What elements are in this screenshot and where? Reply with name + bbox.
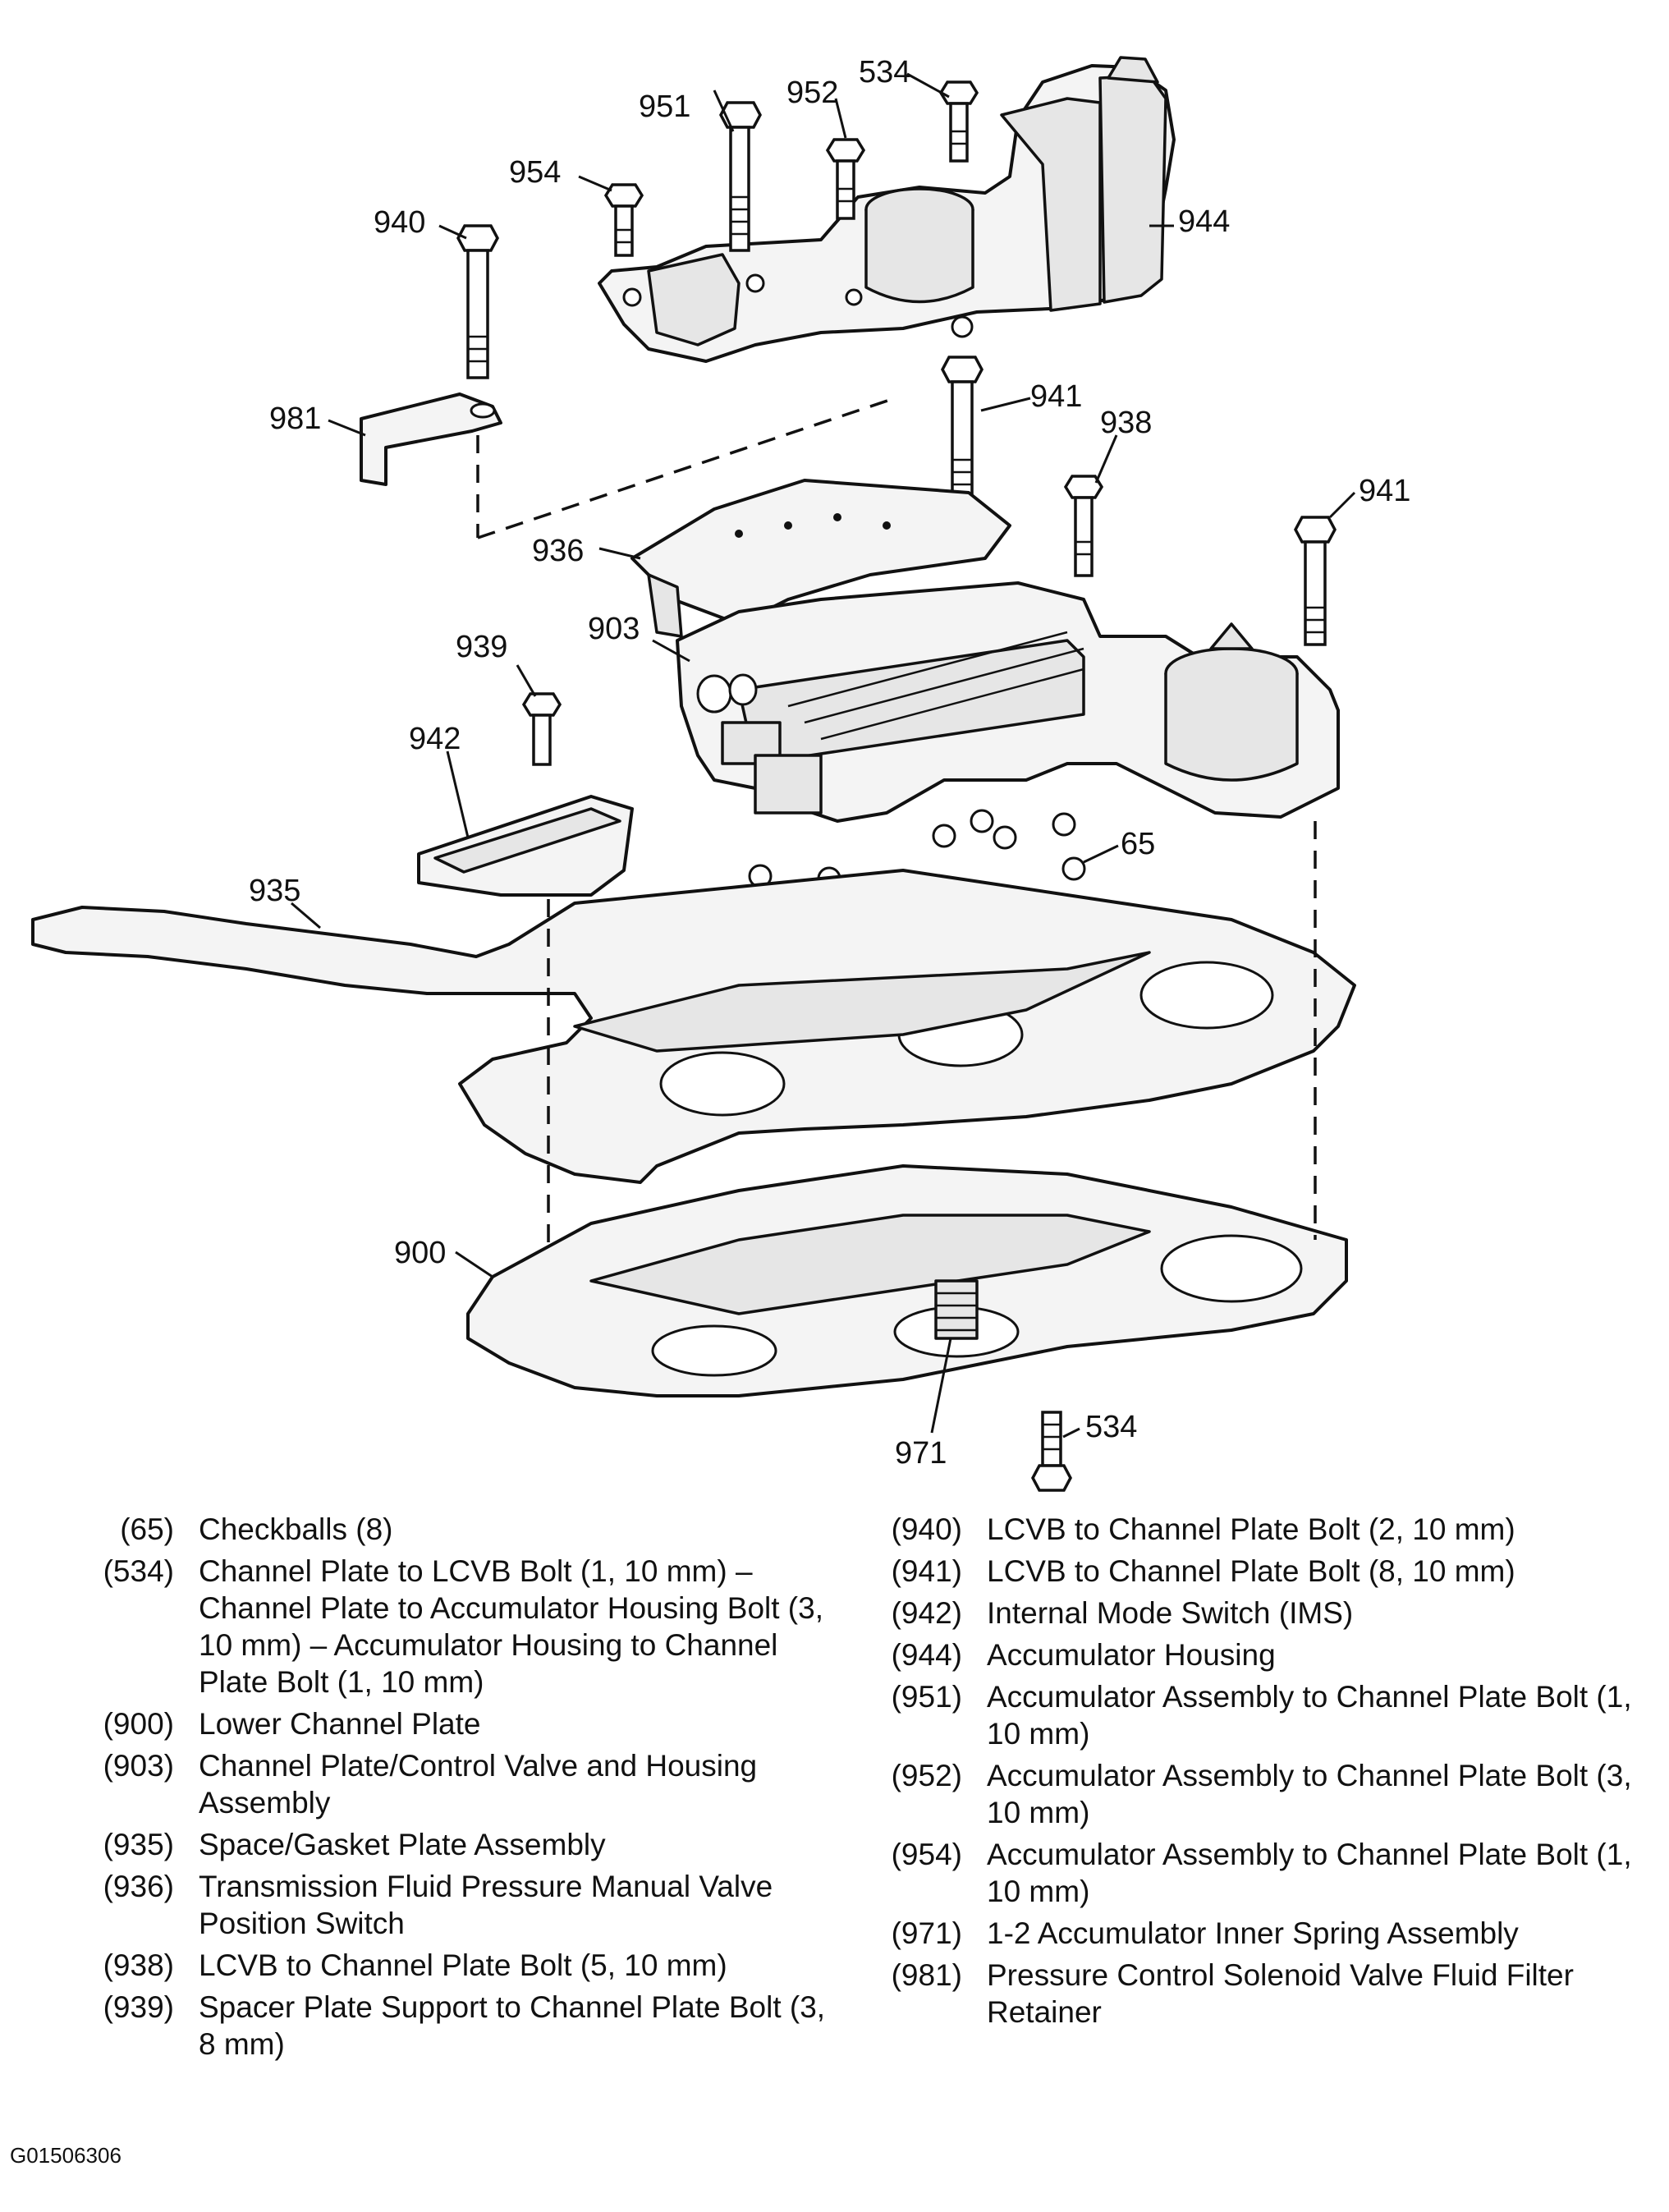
callout-942: 942 (409, 722, 461, 756)
legend-entry: (534) Channel Plate to LCVB Bolt (1, 10 m… (82, 1553, 846, 1700)
bolt-951 (719, 101, 762, 252)
callout-534-bottom: 534 (1085, 1410, 1137, 1444)
accumulator-inner-spring (934, 1279, 979, 1340)
legend-entry: (939) Spacer Plate Support to Channel Pla… (82, 1989, 846, 2063)
exploded-view-diagram: 951 952 534 954 940 944 981 941 938 941 … (31, 55, 1410, 1492)
legend-description: Accumulator Assembly to Channel Plate Bo… (987, 1838, 1632, 1908)
manual-valve-position-switch (630, 479, 1011, 638)
legend-description: Accumulator Assembly to Channel Plate Bo… (987, 1680, 1632, 1751)
legend-number: (903) (103, 1749, 174, 1783)
legend-description: LCVB to Channel Plate Bolt (2, 10 mm) (987, 1512, 1515, 1546)
callout-981: 981 (269, 402, 321, 436)
internal-mode-switch (417, 692, 634, 897)
callout-labels: 951 952 534 954 940 944 981 941 938 941 … (249, 55, 1410, 1471)
callout-941-a: 941 (1030, 379, 1082, 414)
legend-number: (941) (891, 1554, 962, 1588)
legend-entry: (942) Internal Mode Switch (IMS) (870, 1595, 1642, 1631)
legend-description: Channel Plate/Control Valve and Housing … (199, 1749, 758, 1820)
legend-number: (954) (891, 1838, 962, 1871)
bolt-952 (825, 138, 866, 220)
legend-description: 1-2 Accumulator Inner Spring Assembly (987, 1916, 1519, 1950)
legend-entry: (903) Channel Plate/Control Valve and Hou… (82, 1747, 846, 1821)
bolt-534-top (938, 80, 979, 163)
bolt-941-left (941, 356, 984, 503)
legend-number: (952) (891, 1759, 962, 1792)
legend-number: (942) (891, 1596, 962, 1630)
bolt-534-bottom (1031, 1411, 1072, 1492)
alignment-lines (476, 397, 1317, 1248)
legend-description: Accumulator Assembly to Channel Plate Bo… (987, 1759, 1632, 1829)
callout-900: 900 (394, 1236, 446, 1270)
legend-entry: (981) Pressure Control Solenoid Valve Flu… (870, 1957, 1642, 2031)
figure-id: G01506306 (10, 2143, 122, 2168)
bolt-938 (1063, 475, 1104, 577)
legend-entry: (952) Accumulator Assembly to Channel Pla… (870, 1757, 1642, 1831)
legend-description: Pressure Control Solenoid Valve Fluid Fi… (987, 1958, 1574, 2029)
callout-940: 940 (374, 205, 425, 240)
legend-number: (534) (103, 1554, 174, 1588)
bolt-954 (603, 183, 644, 257)
legend-number: (939) (103, 1990, 174, 2024)
legend-description: Internal Mode Switch (IMS) (987, 1596, 1354, 1630)
legend-description: LCVB to Channel Plate Bolt (5, 10 mm) (199, 1948, 727, 1982)
valve-spools (787, 631, 1084, 741)
legend-description: Space/Gasket Plate Assembly (199, 1828, 606, 1861)
control-valve-assembly (676, 581, 1340, 823)
callout-938: 938 (1100, 406, 1152, 440)
accumulator-housing (598, 56, 1176, 363)
legend-entry: (936) Transmission Fluid Pressure Manual … (82, 1868, 846, 1942)
legend-description: Checkballs (8) (199, 1512, 393, 1546)
callout-936: 936 (532, 534, 584, 568)
bolt-940 (456, 224, 499, 379)
legend-number: (938) (103, 1948, 174, 1982)
legend-column-right: (940) LCVB to Channel Plate Bolt (2, 10 m… (870, 1511, 1642, 2035)
legend-entry: (940) LCVB to Channel Plate Bolt (2, 10 m… (870, 1511, 1642, 1548)
checkballs (633, 809, 1086, 1051)
lower-channel-plate (466, 1164, 1348, 1397)
legend-number: (65) (120, 1512, 174, 1546)
callout-951: 951 (639, 89, 690, 124)
legend-description: LCVB to Channel Plate Bolt (8, 10 mm) (987, 1554, 1515, 1588)
legend-number: (944) (891, 1638, 962, 1672)
legend-description: Channel Plate to LCVB Bolt (1, 10 mm) – … (199, 1554, 823, 1699)
legend-number: (971) (891, 1916, 962, 1950)
callout-941-b: 941 (1359, 474, 1410, 508)
legend-entry: (938) LCVB to Channel Plate Bolt (5, 10 m… (82, 1947, 846, 1984)
spacer-gasket-plate (31, 869, 1356, 1184)
legend-entry: (971) 1-2 Accumulator Inner Spring Assemb… (870, 1915, 1642, 1952)
callout-939: 939 (456, 630, 507, 664)
legend-entry: (954) Accumulator Assembly to Channel Pla… (870, 1836, 1642, 1910)
legend-column-left: (65) Checkballs (8) (534) Channel Plate to… (82, 1511, 846, 2067)
legend-description: Lower Channel Plate (199, 1707, 481, 1741)
callout-534-top: 534 (859, 55, 910, 89)
callout-903: 903 (588, 612, 640, 646)
legend-number: (951) (891, 1680, 962, 1714)
legend-entry: (944) Accumulator Housing (870, 1636, 1642, 1673)
callout-954: 954 (509, 155, 561, 190)
legend-number: (935) (103, 1828, 174, 1861)
legend-number: (981) (891, 1958, 962, 1992)
legend-number: (940) (891, 1512, 962, 1546)
callout-944: 944 (1178, 204, 1230, 239)
legend-entry: (941) LCVB to Channel Plate Bolt (8, 10 m… (870, 1553, 1642, 1590)
legend-number: (900) (103, 1707, 174, 1741)
callout-65: 65 (1121, 827, 1155, 861)
legend-entry: (65) Checkballs (8) (82, 1511, 846, 1548)
filter-retainer-981 (360, 392, 502, 486)
bolt-941-right (1294, 516, 1337, 646)
legend-description: Transmission Fluid Pressure Manual Valve… (199, 1870, 773, 1940)
legend-description: Spacer Plate Support to Channel Plate Bo… (199, 1990, 826, 2061)
parts-legend: (65) Checkballs (8) (534) Channel Plate to… (0, 1511, 1669, 2135)
legend-entry: (935) Space/Gasket Plate Assembly (82, 1826, 846, 1863)
legend-description: Accumulator Housing (987, 1638, 1276, 1672)
legend-number: (936) (103, 1870, 174, 1903)
callout-971: 971 (895, 1436, 947, 1471)
leader-lines (291, 72, 1356, 1439)
callout-952: 952 (786, 76, 838, 110)
legend-entry: (900) Lower Channel Plate (82, 1705, 846, 1742)
legend-entry: (951) Accumulator Assembly to Channel Pla… (870, 1678, 1642, 1752)
callout-935: 935 (249, 874, 300, 908)
